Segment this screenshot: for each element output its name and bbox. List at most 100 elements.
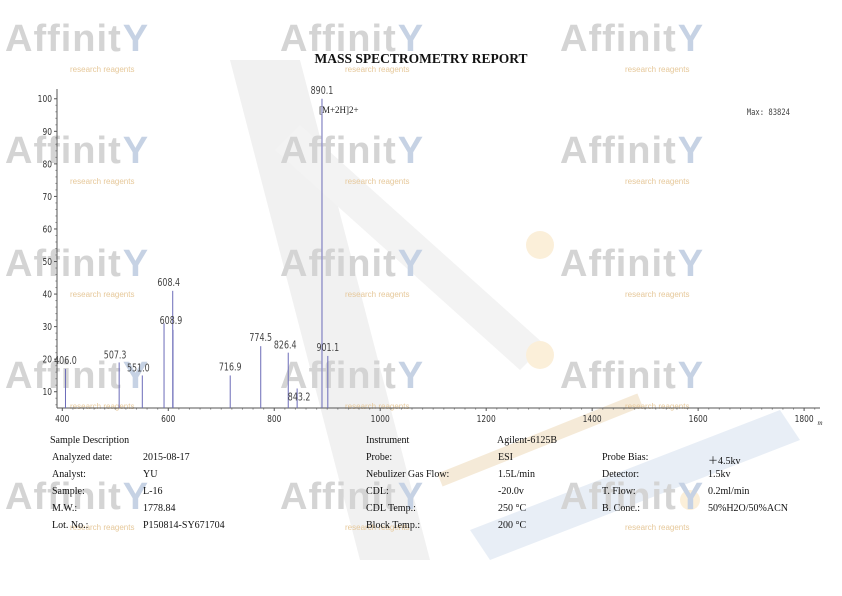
y-tick-label: 30 bbox=[42, 322, 52, 333]
sample-field-value: L-16 bbox=[143, 486, 163, 497]
watermark-logo: AffinitY bbox=[5, 18, 149, 61]
y-tick-label: 100 bbox=[38, 94, 53, 105]
watermark-brand-text: Affinit bbox=[560, 243, 677, 285]
watermark-brand-text: Affinit bbox=[280, 476, 397, 518]
x-tick-label: 800 bbox=[267, 414, 282, 425]
watermark-tagline: research reagents bbox=[625, 65, 690, 74]
sample-field-label: Sample: bbox=[52, 486, 85, 497]
instrument-field-value: 250 °C bbox=[498, 503, 527, 514]
watermark-brand-text: Affinit bbox=[560, 130, 677, 172]
instrument-field-value: -20.0v bbox=[498, 486, 524, 497]
watermark-brand-text: Affinit bbox=[560, 476, 677, 518]
y-molecule-icon: Y bbox=[122, 243, 150, 285]
watermark-brand-text: Affinit bbox=[5, 130, 122, 172]
y-molecule-icon: Y bbox=[677, 18, 705, 60]
watermark-tagline: research reagents bbox=[70, 177, 135, 186]
x-tick-label: 1200 bbox=[477, 414, 496, 425]
y-tick-label: 70 bbox=[42, 192, 52, 203]
watermark-brand-text: Affinit bbox=[280, 355, 397, 397]
peak-label: 901.1 bbox=[316, 342, 339, 355]
instrument-field-label: Nebulizer Gas Flow: bbox=[366, 469, 450, 480]
max-intensity-label: Max: 83824 bbox=[747, 106, 790, 117]
watermark-logo: AffinitY bbox=[560, 243, 704, 286]
watermark-brand-text: Affinit bbox=[5, 18, 122, 60]
watermark-tagline: research reagents bbox=[70, 402, 135, 411]
x-tick-label: 1000 bbox=[371, 414, 390, 425]
peak-label: 406.0 bbox=[54, 355, 77, 368]
sample-field-label: M.W.: bbox=[52, 503, 78, 514]
y-molecule-icon: Y bbox=[122, 18, 150, 60]
watermark-tagline: research reagents bbox=[625, 402, 690, 411]
y-tick-label: 60 bbox=[42, 225, 52, 236]
peak-label: 843.2 bbox=[288, 391, 311, 404]
y-molecule-icon: Y bbox=[122, 130, 150, 172]
y-tick-label: 20 bbox=[42, 355, 52, 366]
instrument-heading: Instrument bbox=[366, 435, 410, 446]
y-tick-label: 80 bbox=[42, 159, 52, 170]
watermark-tagline: research reagents bbox=[625, 290, 690, 299]
x-tick-label: 1600 bbox=[689, 414, 708, 425]
instrument-field-label: CDL: bbox=[366, 486, 389, 497]
y-molecule-icon: Y bbox=[677, 355, 705, 397]
sample-field-value: YU bbox=[143, 469, 158, 480]
instrument-field-value: 1.5L/min bbox=[498, 469, 535, 480]
peak-label: 716.9 bbox=[219, 361, 242, 374]
watermark-logo: AffinitY bbox=[560, 355, 704, 398]
probe-field-value: 50%H2O/50%ACN bbox=[708, 503, 788, 514]
watermark-tagline: research reagents bbox=[625, 177, 690, 186]
y-molecule-icon: Y bbox=[397, 355, 425, 397]
probe-field-label: Probe Bias: bbox=[602, 452, 649, 463]
x-tick-label: 600 bbox=[161, 414, 176, 425]
instrument-field-label: Probe: bbox=[366, 452, 393, 463]
y-molecule-icon: Y bbox=[677, 130, 705, 172]
watermark-tagline: research reagents bbox=[345, 65, 410, 74]
probe-field-value: 0.2ml/min bbox=[708, 486, 750, 497]
watermark-brand-text: Affinit bbox=[280, 18, 397, 60]
y-molecule-icon: Y bbox=[122, 476, 150, 518]
sample-field-label: Lot. No.: bbox=[52, 520, 89, 531]
probe-field-value: ＋4.5kv bbox=[708, 456, 741, 467]
watermark-brand-text: Affinit bbox=[560, 18, 677, 60]
peak-label: 551.0 bbox=[127, 362, 150, 375]
watermark-logo: AffinitY bbox=[5, 476, 149, 519]
watermark-brand-text: Affinit bbox=[5, 243, 122, 285]
watermark-tagline: research reagents bbox=[70, 290, 135, 299]
y-molecule-icon: Y bbox=[397, 243, 425, 285]
probe-field-label: Detector: bbox=[602, 469, 640, 480]
y-molecule-icon: Y bbox=[122, 355, 150, 397]
y-tick-label: 40 bbox=[42, 290, 52, 301]
watermark-tagline: research reagents bbox=[70, 523, 135, 532]
y-molecule-icon: Y bbox=[677, 243, 705, 285]
watermark-tagline: research reagents bbox=[70, 65, 135, 74]
peak-label: 826.4 bbox=[274, 339, 297, 352]
x-tick-label: 1800 bbox=[795, 414, 814, 425]
peak-label: 608.4 bbox=[157, 277, 180, 290]
y-molecule-icon: Y bbox=[397, 18, 425, 60]
x-tick-label: 400 bbox=[55, 414, 70, 425]
instrument-model: Agilent-6125B bbox=[497, 435, 557, 446]
watermark-logo: AffinitY bbox=[280, 355, 424, 398]
report-title: MASS SPECTROMETRY REPORT bbox=[314, 51, 528, 66]
sample-field-value: 1778.84 bbox=[143, 503, 176, 514]
watermark-logo: AffinitY bbox=[280, 476, 424, 519]
x-tick-label: 1400 bbox=[583, 414, 602, 425]
sample-field-value: P150814-SY671704 bbox=[143, 520, 225, 531]
sample-field-value: 2015-08-17 bbox=[143, 452, 190, 463]
peak-annotation: [M+2H]2+ bbox=[319, 105, 359, 115]
x-unit-label: m bbox=[817, 419, 822, 427]
watermark-logo: AffinitY bbox=[560, 18, 704, 61]
y-tick-label: 90 bbox=[42, 127, 52, 138]
peak-label: 507.3 bbox=[104, 349, 127, 362]
peak-label: 608.9 bbox=[160, 315, 183, 328]
peak-label: 774.5 bbox=[249, 332, 272, 345]
instrument-field-value: ESI bbox=[498, 452, 513, 463]
watermark-logo: AffinitY bbox=[5, 243, 149, 286]
watermark-tagline: research reagents bbox=[345, 523, 410, 532]
watermark-logo: AffinitY bbox=[5, 130, 149, 173]
y-tick-label: 50 bbox=[42, 257, 52, 268]
sample-field-label: Analyst: bbox=[52, 469, 86, 480]
instrument-field-label: CDL Temp.: bbox=[366, 503, 416, 514]
